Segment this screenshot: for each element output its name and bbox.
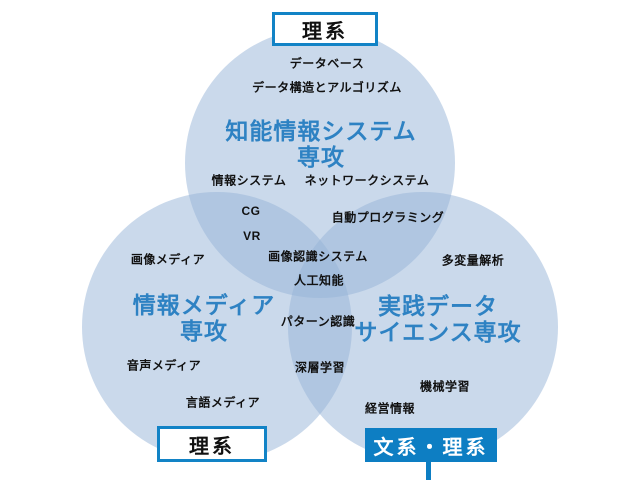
topic-label: VR: [243, 229, 261, 243]
topic-label: データベース: [289, 56, 365, 71]
topic-label: 音声メディア: [126, 358, 202, 373]
topic-label: ネットワークシステム: [304, 173, 430, 188]
topic-label: 経営情報: [364, 401, 416, 416]
circle-practical-data-science: [288, 192, 558, 462]
major-title-line: 実践データ: [378, 293, 498, 319]
topic-label: 人工知能: [293, 273, 345, 288]
topic-label: 情報システム: [211, 173, 287, 188]
major-title-line: 専攻: [297, 144, 345, 170]
major-title-line: サイエンス専攻: [354, 319, 522, 345]
major-title-line: 専攻: [179, 318, 228, 344]
badge-science-top-label: 理系: [302, 20, 348, 43]
major-title-practical-data-science: 実践データ サイエンス専攻: [354, 293, 521, 345]
topic-label: 画像メディア: [130, 252, 206, 267]
major-title-line: 知能情報システム: [225, 118, 417, 144]
major-title-intelligent-info-systems: 知能情報システム 専攻: [225, 118, 416, 170]
badge-humanities-science: 文系・理系: [365, 428, 497, 462]
topic-label: データ構造とアルゴリズム: [252, 80, 402, 95]
badge-science-bottom-label: 理系: [189, 435, 235, 458]
badge-humanities-science-label: 文系・理系: [373, 436, 489, 459]
topic-label: CG: [241, 204, 261, 218]
topic-label: 言語メディア: [185, 395, 261, 410]
topic-label: 画像認識システム: [268, 249, 368, 264]
topic-label: 自動プログラミング: [331, 210, 445, 225]
major-title-information-media: 情報メディア 専攻: [133, 292, 275, 344]
badge-science-bottom: 理系: [157, 426, 267, 462]
topic-label: 多変量解析: [441, 253, 505, 268]
topic-label: 機械学習: [419, 379, 471, 394]
badge-connector-line: [426, 461, 431, 480]
topic-label: 深層学習: [294, 360, 346, 375]
topic-label: パターン認識: [280, 314, 356, 329]
major-title-line: 情報メディア: [132, 292, 276, 318]
badge-science-top: 理系: [272, 12, 378, 46]
